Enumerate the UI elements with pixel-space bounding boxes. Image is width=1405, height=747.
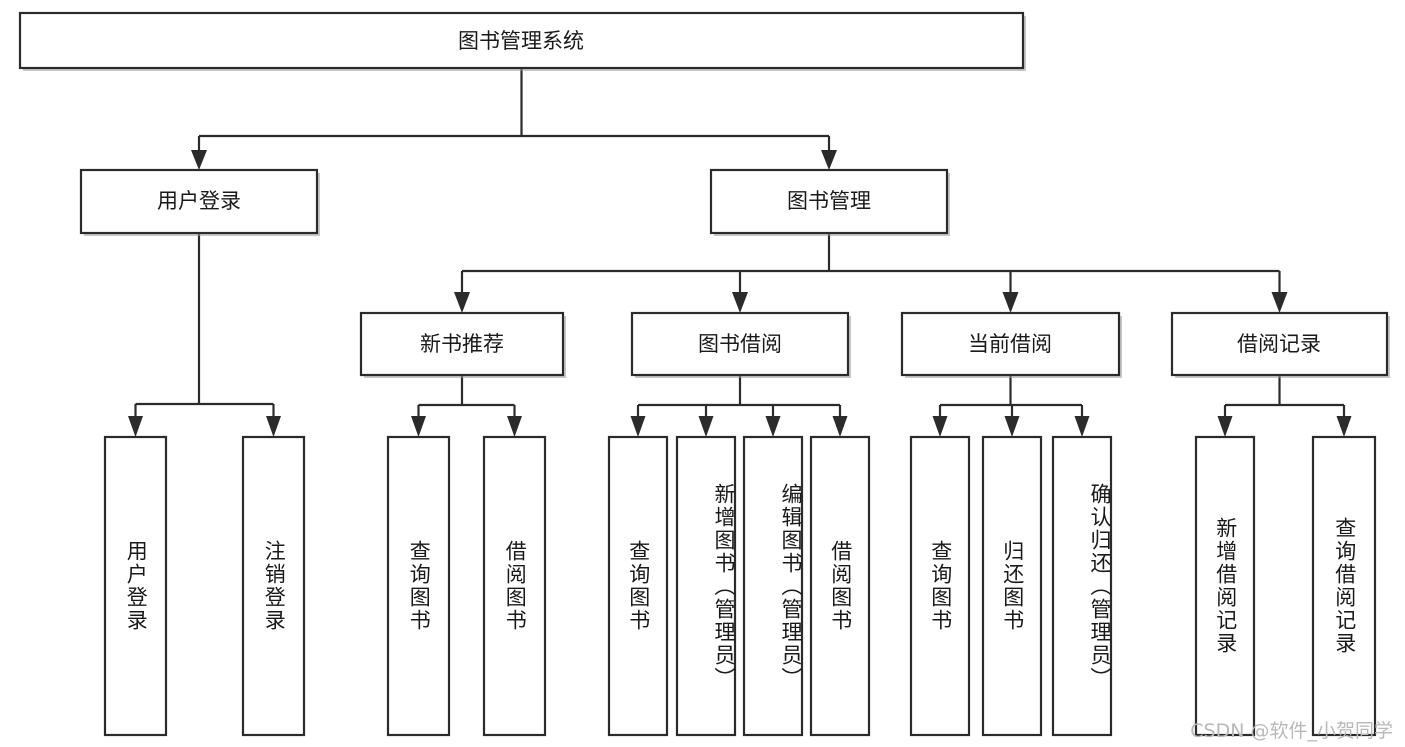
edge-book-mgmt-to-level3 [454, 233, 1288, 313]
leaf-node[interactable] [103, 435, 168, 737]
leaf-node[interactable] [1051, 435, 1113, 737]
edge-layer [128, 68, 1352, 437]
leaf-node[interactable] [909, 435, 971, 737]
node-user-login[interactable] [79, 168, 320, 236]
node-new-book-recommendation[interactable] [359, 311, 566, 378]
leaf-node[interactable] [241, 435, 306, 737]
leaf-node[interactable] [981, 435, 1043, 737]
edge-current-borrow-to-leaves [932, 375, 1090, 437]
watermark-text: CSDN @软件_小贺同学 [1190, 720, 1393, 742]
node-label-book-management: 图书管理 [787, 189, 871, 213]
edge-borrow-record-to-leaves [1217, 375, 1352, 437]
edge-root-to-level2 [191, 68, 837, 170]
node-label-book-borrowing: 图书借阅 [698, 332, 782, 356]
node-book-management[interactable] [709, 168, 950, 236]
node-current-borrowing[interactable] [900, 311, 1122, 378]
node-borrowing-record[interactable] [1170, 311, 1390, 378]
edge-book-borrow-to-leaves [630, 375, 848, 437]
node-label-user-login: 用户登录 [157, 189, 241, 213]
node-root-book-management-system[interactable] [18, 11, 1026, 71]
leaf-node[interactable] [1311, 435, 1377, 737]
node-layer [18, 11, 1390, 737]
node-label-new-book-recommendation: 新书推荐 [420, 332, 504, 356]
node-label-borrowing-record: 借阅记录 [1237, 332, 1321, 356]
edge-new-book-rec-to-leaves [411, 375, 522, 437]
leaf-node[interactable] [809, 435, 871, 737]
node-label-current-borrowing: 当前借阅 [968, 332, 1052, 356]
leaf-node[interactable] [386, 435, 451, 737]
leaf-node[interactable] [742, 435, 804, 737]
edge-user-login-to-leaves [128, 233, 281, 437]
root-label: 图书管理系统 [458, 29, 584, 53]
leaf-node[interactable] [1194, 435, 1256, 737]
leaf-node[interactable] [482, 435, 547, 737]
leaf-node[interactable] [607, 435, 669, 737]
node-book-borrowing[interactable] [630, 311, 851, 378]
label-layer: 图书管理系统 用户登录 图书管理 新书推荐 图书借阅 当前借阅 借阅记录 [157, 29, 1321, 356]
leaf-node[interactable] [675, 435, 737, 737]
